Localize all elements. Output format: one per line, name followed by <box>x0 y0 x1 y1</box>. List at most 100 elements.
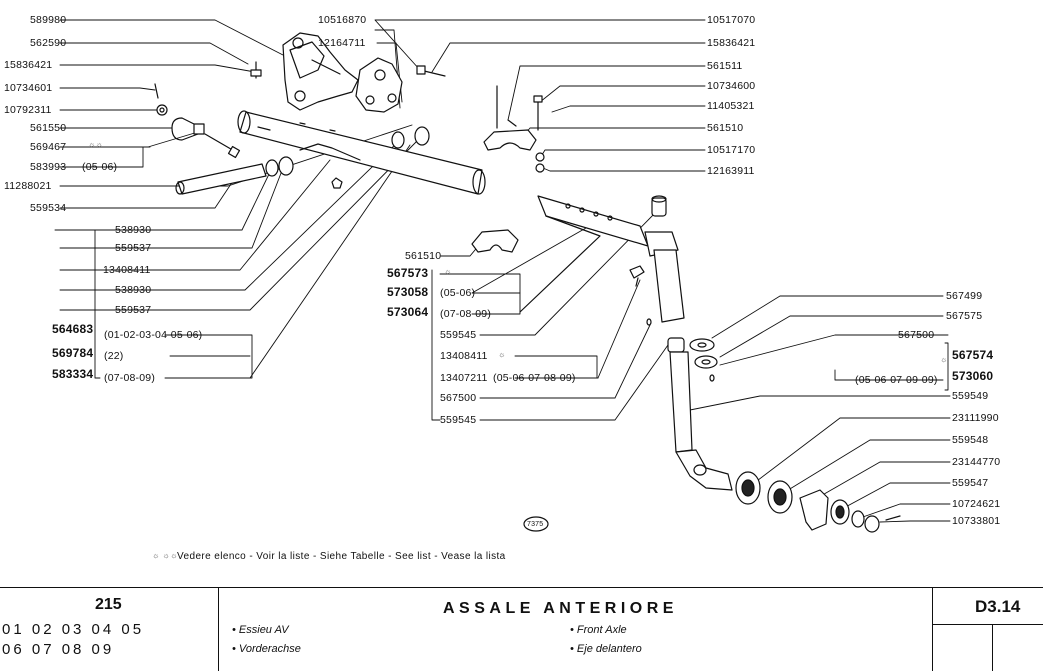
support-bracket-right <box>355 57 403 113</box>
note-text: Vedere elenco - Voir la liste - Siehe Ta… <box>177 551 506 562</box>
label-12163911: 12163911 <box>707 165 755 177</box>
label-561511: 561511 <box>707 60 743 72</box>
title-english: • Front Axle <box>570 624 627 636</box>
clamp-half-top <box>483 129 545 173</box>
star-marker-567574: ☼ <box>940 355 948 364</box>
label-10517070: 10517070 <box>707 14 756 26</box>
label-10733801: 10733801 <box>952 515 1001 527</box>
label-15836421-left: 15836421 <box>4 59 53 71</box>
label-561510-right: 561510 <box>707 122 744 134</box>
long-bolt <box>204 133 241 159</box>
label-561510-middle: 561510 <box>405 250 442 262</box>
bolts-right-top <box>416 65 543 131</box>
label-11288021: 11288021 <box>4 180 52 192</box>
label-23144770: 23144770 <box>952 456 1001 468</box>
thrust-washers <box>689 338 718 382</box>
label-589980: 589980 <box>30 14 67 26</box>
footer-divider-left <box>218 588 219 671</box>
king-pin-shaft <box>175 163 267 195</box>
label-573058: 573058 <box>387 285 429 299</box>
label-10517170: 10517170 <box>707 144 756 156</box>
model-569784: (22) <box>104 350 124 362</box>
page-code-rule <box>932 624 1043 625</box>
grease-nipple-lower <box>629 265 645 287</box>
label-564683: 564683 <box>52 322 94 336</box>
model-list-line1: 01 02 03 04 05 <box>2 621 145 638</box>
label-15836421-right: 15836421 <box>707 37 756 49</box>
small-bolts <box>154 83 168 116</box>
label-562590: 562590 <box>30 37 67 49</box>
clamp-half-lower <box>471 229 519 253</box>
star-marker-13408411: ☼ <box>498 350 506 359</box>
title-french: • Essieu AV <box>232 624 289 636</box>
hub-bearings <box>735 471 901 533</box>
label-559537-a: 559537 <box>115 242 152 254</box>
label-559545-a: 559545 <box>440 329 477 341</box>
label-10724621: 10724621 <box>952 498 1001 510</box>
label-10792311: 10792311 <box>4 104 52 116</box>
bush-top <box>651 195 667 217</box>
label-559548: 559548 <box>952 434 989 446</box>
label-567499: 567499 <box>946 290 983 302</box>
label-567575: 567575 <box>946 310 983 322</box>
footer-divider-right <box>932 588 933 671</box>
title-german: • Vorderachse <box>232 643 301 655</box>
label-12164711: 12164711 <box>318 37 366 49</box>
label-11405321: 11405321 <box>707 100 755 112</box>
exploded-parts-diagram: 589980 562590 15836421 10734601 10792311… <box>4 14 1001 533</box>
axle-extension-arm <box>519 195 679 313</box>
model-13407211: (05-06-07-08-09) <box>493 372 576 384</box>
label-10516870: 10516870 <box>318 14 367 26</box>
note-stars: ☼ ☼☼ <box>152 551 178 560</box>
grease-nipple <box>331 177 343 189</box>
label-559545-b: 559545 <box>440 414 477 426</box>
model-573058: (07-08-09) <box>440 308 492 320</box>
label-569467: 569467 <box>30 141 67 153</box>
label-10734601: 10734601 <box>4 82 53 94</box>
label-573064: 573064 <box>387 305 429 319</box>
model-583993: (05-06) <box>82 161 118 173</box>
label-567500-middle: 567500 <box>440 392 477 404</box>
label-559537-b: 559537 <box>115 304 152 316</box>
stub-axle <box>675 449 733 491</box>
title-block: 215 01 02 03 04 05 06 07 08 09 ASSALE AN… <box>0 587 1043 671</box>
label-569784: 569784 <box>52 346 94 360</box>
label-583334: 583334 <box>52 367 94 381</box>
label-583993: 583993 <box>30 161 67 173</box>
label-13408411-b: 13408411 <box>440 350 488 362</box>
label-559549: 559549 <box>952 390 989 402</box>
drawing-stamp-number: 7375 <box>527 521 544 528</box>
model-564683: (01-02-03-04-05-06) <box>104 329 203 341</box>
support-bracket-left <box>282 32 359 111</box>
label-23111990: 23111990 <box>952 412 999 424</box>
model-list-line2: 06 07 08 09 <box>2 641 115 658</box>
title-spanish: • Eje delantero <box>570 643 642 655</box>
model-0506: (05-06) <box>440 287 476 299</box>
star-marker-567573: ☼ <box>444 267 452 276</box>
label-567500-right: 567500 <box>898 329 935 341</box>
u-clamp <box>171 117 205 141</box>
page-code-cell-divider <box>992 624 993 671</box>
bolt-left-bracket <box>250 61 262 79</box>
label-561550: 561550 <box>30 122 67 134</box>
label-538930-a: 538930 <box>115 224 152 236</box>
label-10734600: 10734600 <box>707 80 756 92</box>
label-559547: 559547 <box>952 477 989 489</box>
group-code: 215 <box>95 596 122 613</box>
label-567574: 567574 <box>952 348 994 362</box>
vertical-kingpin-column <box>646 249 693 453</box>
axle-beam-upper <box>237 110 486 195</box>
model-583334: (07-08-09) <box>104 372 156 384</box>
model-573060: (05-06-07-09-09) <box>855 374 938 386</box>
star-marker-569467: ☼☼ <box>88 140 104 149</box>
page-title: ASSALE ANTERIORE <box>443 600 678 617</box>
diagram-drawing <box>54 19 951 533</box>
label-559534: 559534 <box>30 202 67 214</box>
page-code: D3.14 <box>975 597 1021 616</box>
label-573060: 573060 <box>952 369 994 383</box>
leader-lines <box>54 19 951 523</box>
label-567573: 567573 <box>387 266 429 280</box>
bushings-left <box>265 126 430 177</box>
drawing-stamp <box>523 516 549 532</box>
label-538930-b: 538930 <box>115 284 152 296</box>
